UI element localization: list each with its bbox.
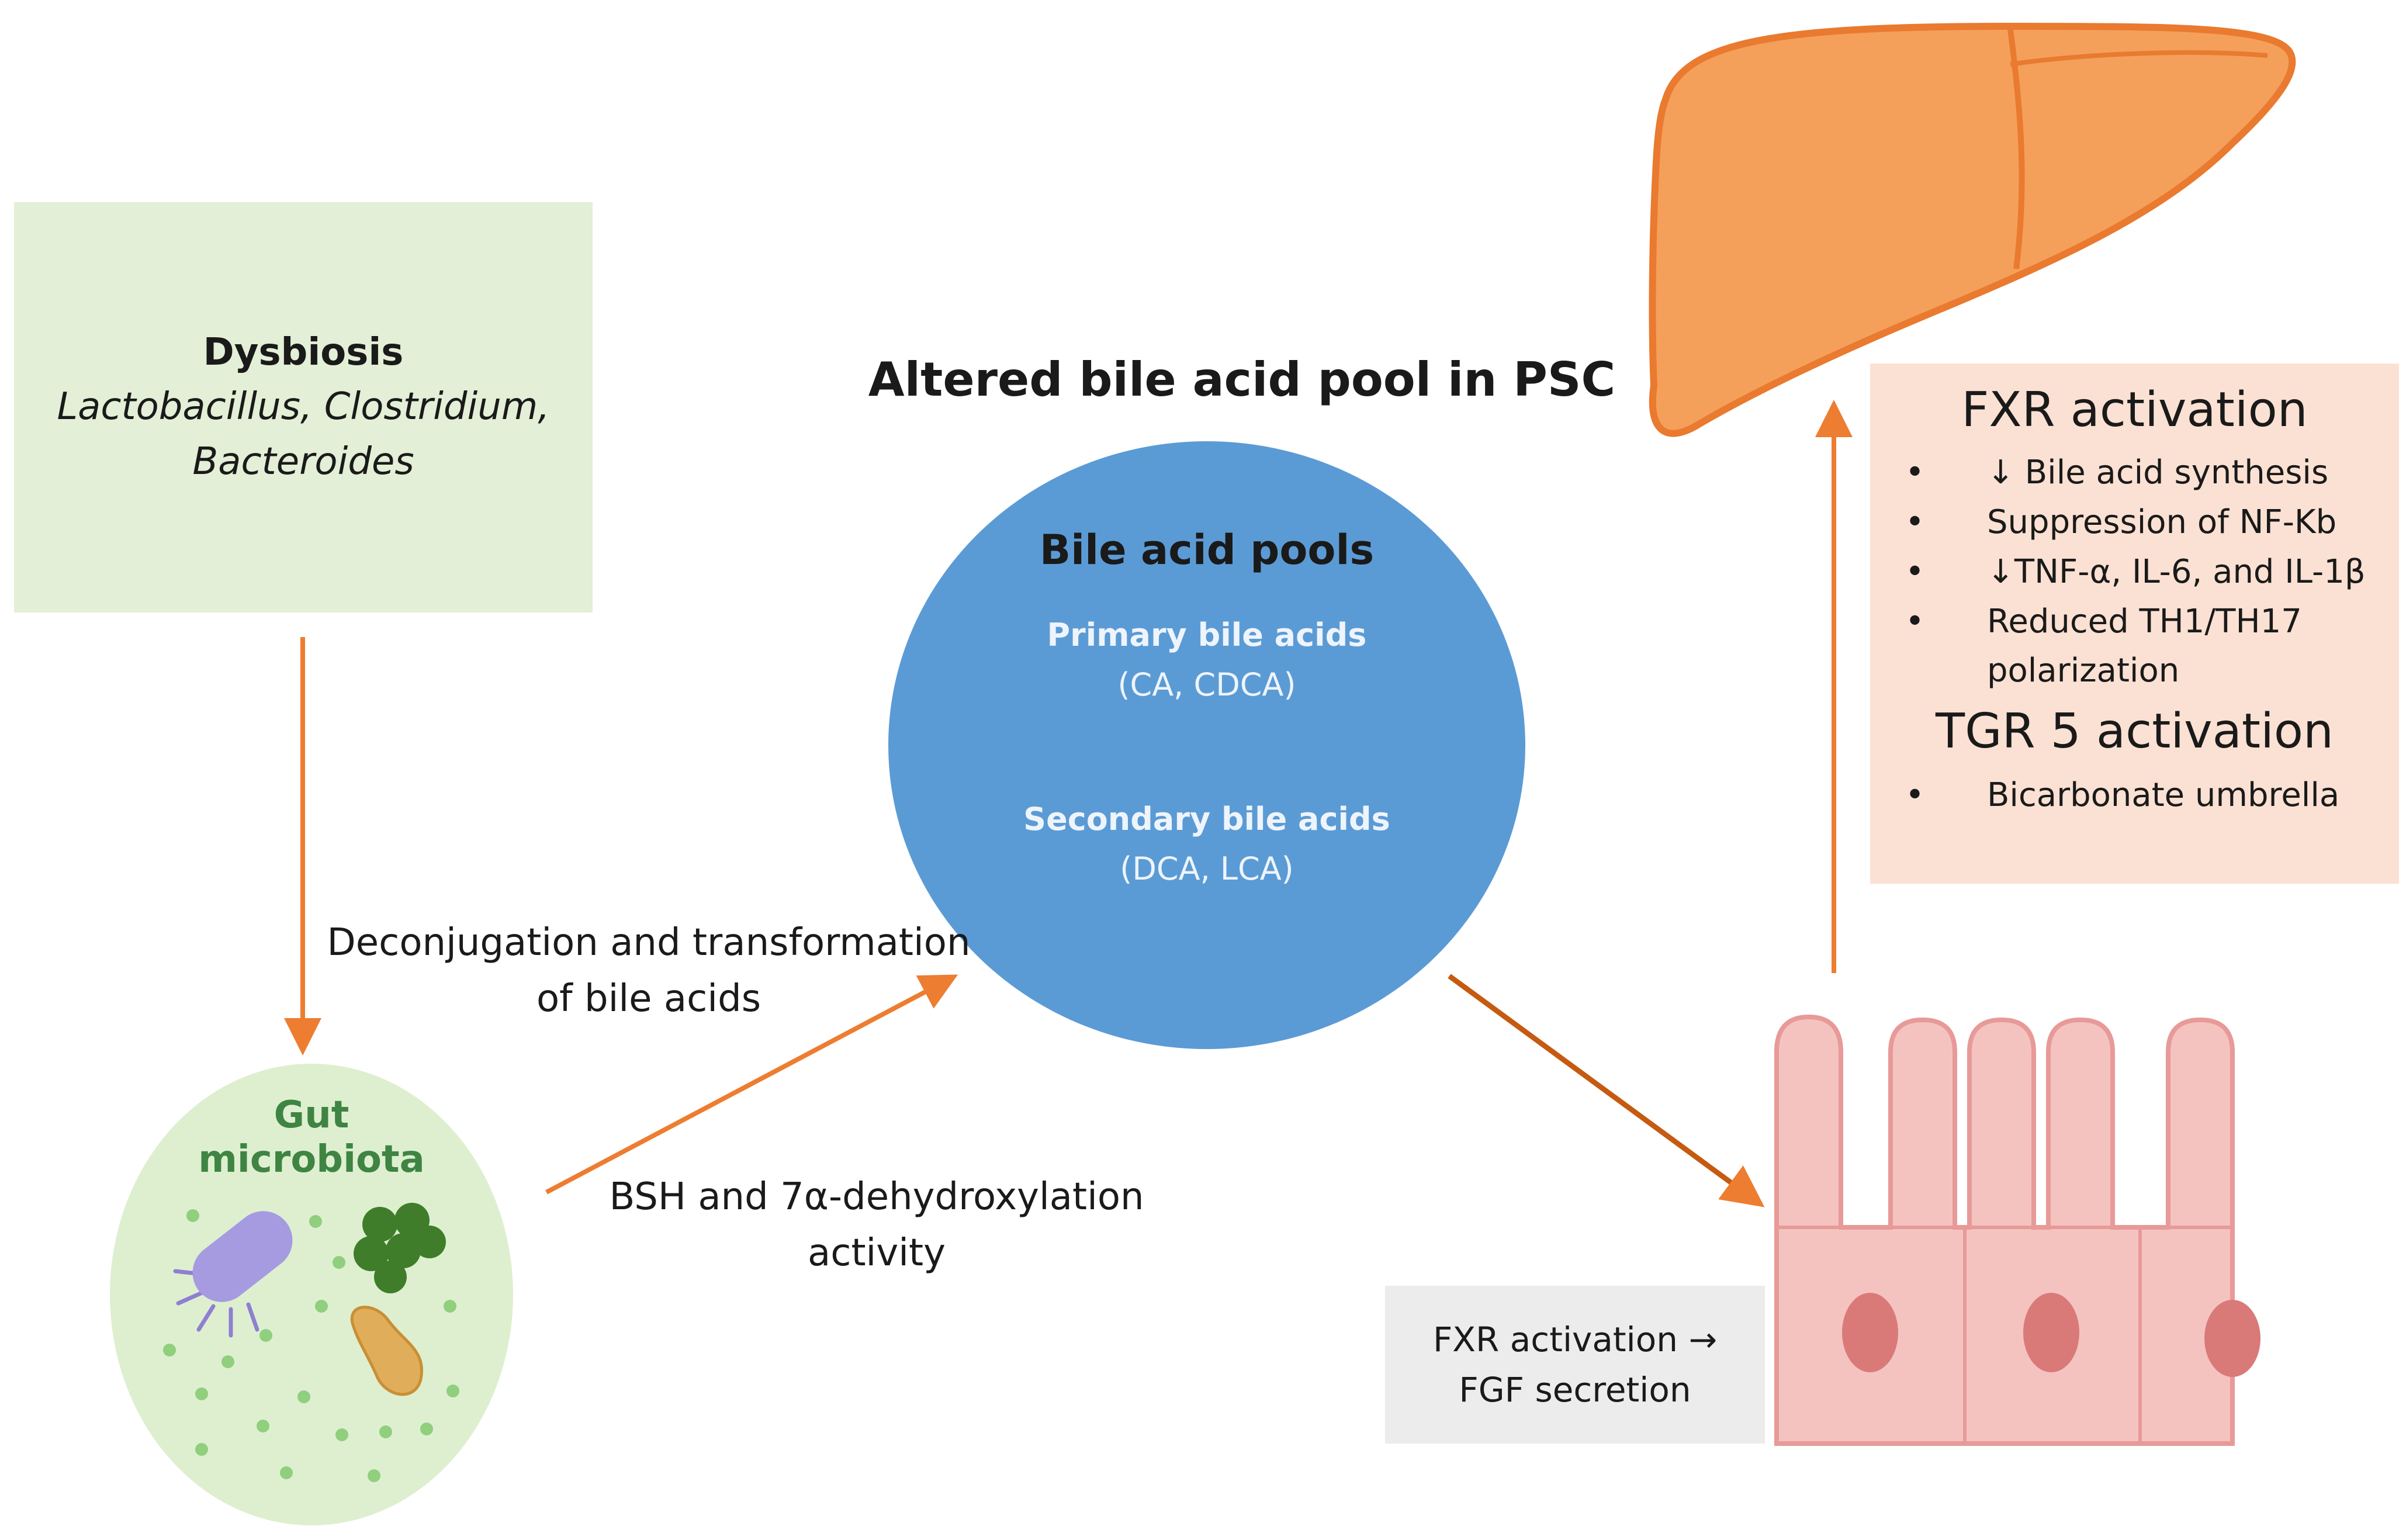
tgr5-item-1-text: Bicarbonate umbrella — [1987, 776, 2340, 814]
fxr-item-2-text: Suppression of NF-Kb — [1987, 503, 2337, 541]
coccus-cluster-icon — [354, 1203, 446, 1293]
fxr-item-2: • Suppression of NF-Kb — [1905, 498, 2396, 547]
dysbiosis-title: Dysbiosis — [203, 331, 404, 374]
intestinal-fxr-line2: FGF secretion — [1459, 1370, 1691, 1410]
gut-microbiota-blob — [110, 1064, 513, 1525]
pool-title: Bile acid pools — [1039, 526, 1375, 574]
intestinal-fxr-box: FXR activation → FGF secretion — [1385, 1286, 1765, 1444]
deconjugation-label-line1: Deconjugation and transformation — [327, 921, 971, 964]
primary-bile-acids-label: Primary bile acids — [1047, 617, 1367, 653]
gut-label-line1: Gut — [274, 1093, 349, 1137]
gut-microbiota-label: Gut microbiota — [110, 1093, 513, 1182]
arrow-gut-to-pool — [545, 974, 958, 1195]
diagram-title: Altered bile acid pool in PSC — [868, 352, 1616, 407]
primary-bile-acids-members: (CA, CDCA) — [1117, 666, 1296, 703]
microbe-dots — [163, 1209, 459, 1482]
deconjugation-label: Deconjugation and transformation of bile… — [316, 915, 982, 1027]
nucleus-3 — [2204, 1300, 2260, 1377]
secondary-bile-acids-members: (DCA, LCA) — [1120, 850, 1294, 887]
fxr-item-1-text: ↓ Bile acid synthesis — [1987, 454, 2329, 492]
dysbiosis-taxa-line1: Lactobacillus, Clostridium, — [57, 385, 550, 428]
bullet-icon: • — [1905, 454, 1925, 492]
bsh-activity-label-line2: activity — [808, 1231, 946, 1275]
liver-illustration — [1649, 22, 2296, 437]
tgr5-item-1: • Bicarbonate umbrella — [1905, 771, 2396, 820]
bullet-icon: • — [1905, 553, 1925, 591]
receptor-effects-box: FXR activation • ↓ Bile acid synthesis •… — [1870, 364, 2399, 884]
nucleus-1 — [1842, 1293, 1898, 1372]
fxr-item-3-text: ↓TNF-α, IL-6, and IL-1β — [1987, 553, 2366, 591]
rod-bacterium-icon — [173, 1211, 293, 1338]
arrow-pool-to-intestine — [1448, 974, 1765, 1207]
dysbiosis-box: Dysbiosis Lactobacillus, Clostridium, Ba… — [14, 202, 593, 612]
bsh-activity-label-line1: BSH and 7α-dehydroxylation — [609, 1175, 1144, 1219]
bile-acid-pool-circle: Bile acid pools Primary bile acids (CA, … — [888, 441, 1525, 1049]
deconjugation-label-line2: of bile acids — [536, 977, 761, 1020]
bullet-icon: • — [1905, 776, 1925, 814]
secondary-bile-acids-label: Secondary bile acids — [1023, 801, 1390, 838]
fxr-item-4: • Reduced TH1/TH17 polarization — [1905, 597, 2396, 695]
fxr-activation-title: FXR activation — [1961, 382, 2308, 438]
fxr-item-1: • ↓ Bile acid synthesis — [1905, 448, 2396, 497]
dysbiosis-taxa-line2: Bacteroides — [192, 440, 414, 483]
intestinal-fxr-line1: FXR activation → — [1432, 1320, 1718, 1359]
bullet-icon: • — [1905, 503, 1925, 541]
fxr-item-3: • ↓TNF-α, IL-6, and IL-1β — [1905, 548, 2396, 597]
bullet-icon: • — [1905, 603, 1925, 641]
bean-bacterium-icon — [351, 1306, 423, 1396]
fxr-item-4-text-line1: Reduced TH1/TH17 — [1987, 603, 2302, 641]
tgr5-activation-title: TGR 5 activation — [1935, 704, 2334, 759]
intestine-illustration — [1774, 1014, 2260, 1446]
nucleus-2 — [2023, 1293, 2079, 1372]
gut-label-line2: microbiota — [198, 1138, 425, 1181]
bsh-activity-label: BSH and 7α-dehydroxylation activity — [584, 1169, 1169, 1281]
fxr-item-4-text-line2: polarization — [1987, 652, 2180, 690]
